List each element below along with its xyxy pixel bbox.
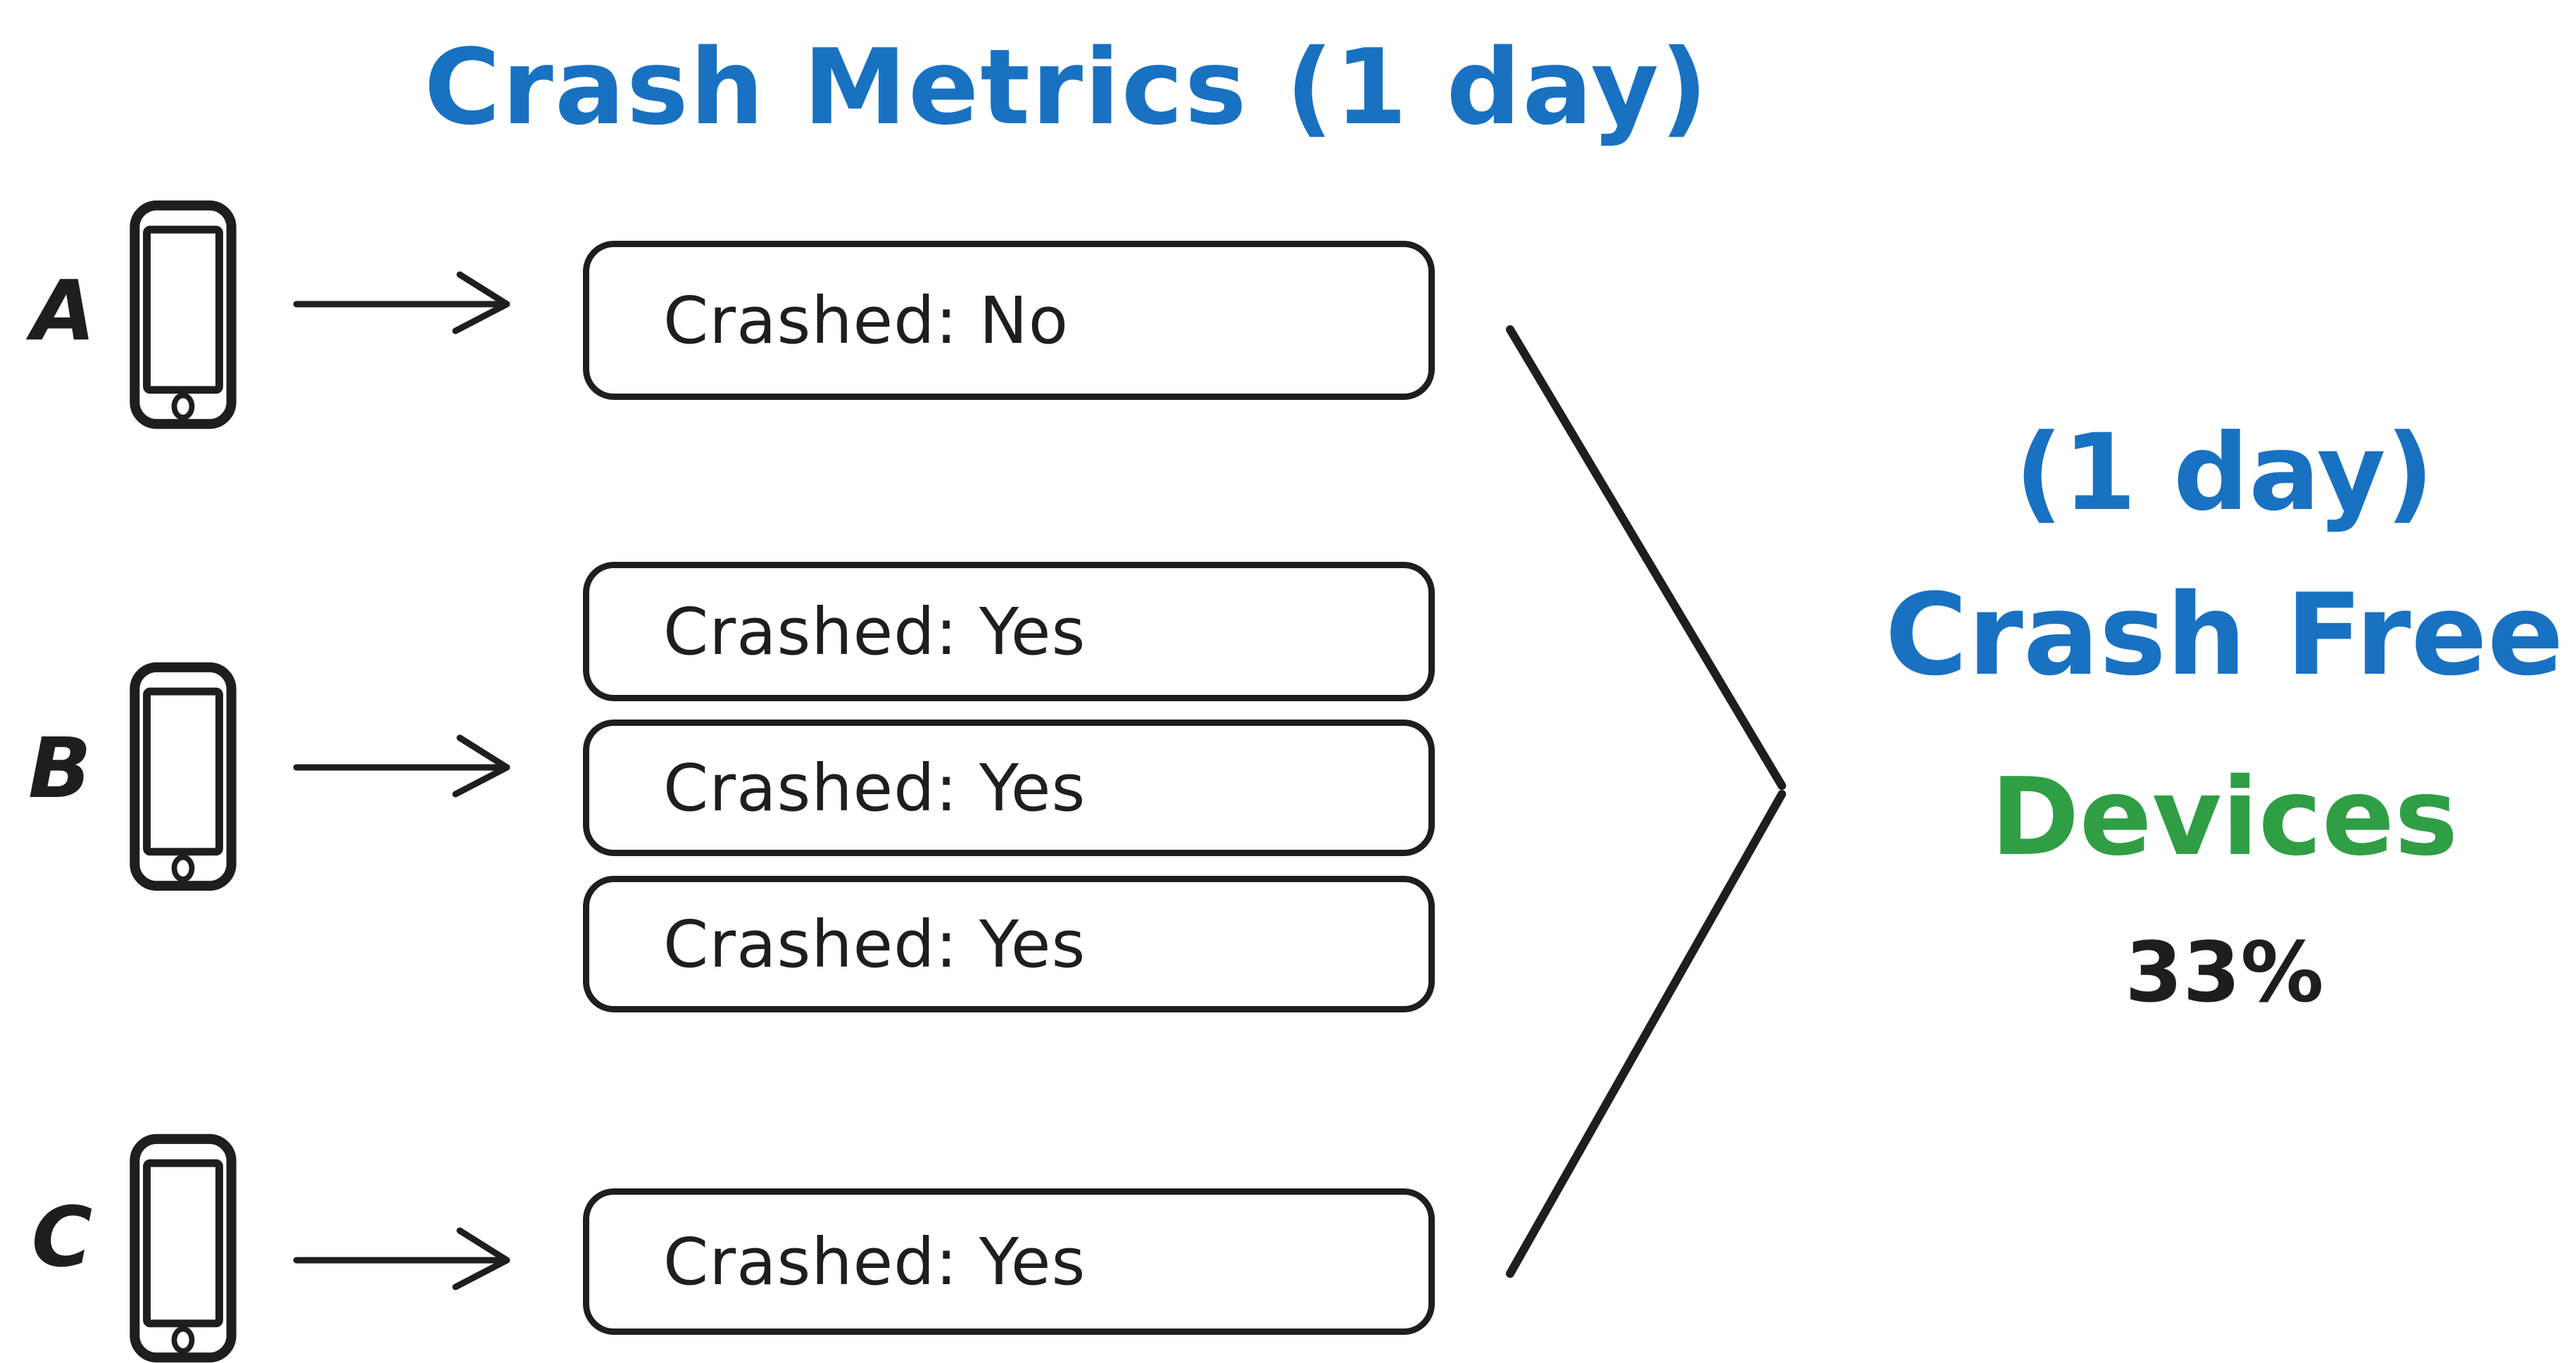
phone-icon	[128, 1133, 238, 1363]
result-block: (1 day) Crash Free Devices 33%	[1873, 0, 2576, 1362]
session-text: Crashed: No	[663, 282, 1069, 358]
arrow-right-icon	[292, 1217, 524, 1304]
session-box: Crashed: Yes	[583, 720, 1435, 856]
device-label-c: C	[31, 1188, 93, 1286]
arrow-right-icon	[292, 260, 524, 348]
result-period: (1 day)	[2014, 412, 2434, 534]
merge-chevron-icon	[1503, 321, 1792, 1282]
device-label-b: B	[28, 720, 92, 817]
result-metric-line1: Crash Free	[1885, 569, 2564, 701]
session-box: Crashed: Yes	[583, 1188, 1435, 1335]
session-box: Crashed: Yes	[583, 876, 1435, 1012]
device-label-a: A	[31, 262, 96, 359]
session-text: Crashed: Yes	[663, 906, 1086, 982]
phone-icon	[128, 200, 238, 429]
phone-icon	[128, 662, 238, 891]
diagram-title: Crash Metrics (1 day)	[424, 27, 1709, 148]
session-box: Crashed: Yes	[583, 562, 1435, 701]
session-box: Crashed: No	[583, 241, 1435, 400]
arrow-right-icon	[292, 724, 524, 811]
result-percentage: 33%	[2125, 924, 2324, 1021]
result-metric-line2: Devices	[1990, 755, 2458, 879]
session-text: Crashed: Yes	[663, 593, 1086, 670]
session-text: Crashed: Yes	[663, 1224, 1086, 1300]
session-text: Crashed: Yes	[663, 750, 1086, 826]
